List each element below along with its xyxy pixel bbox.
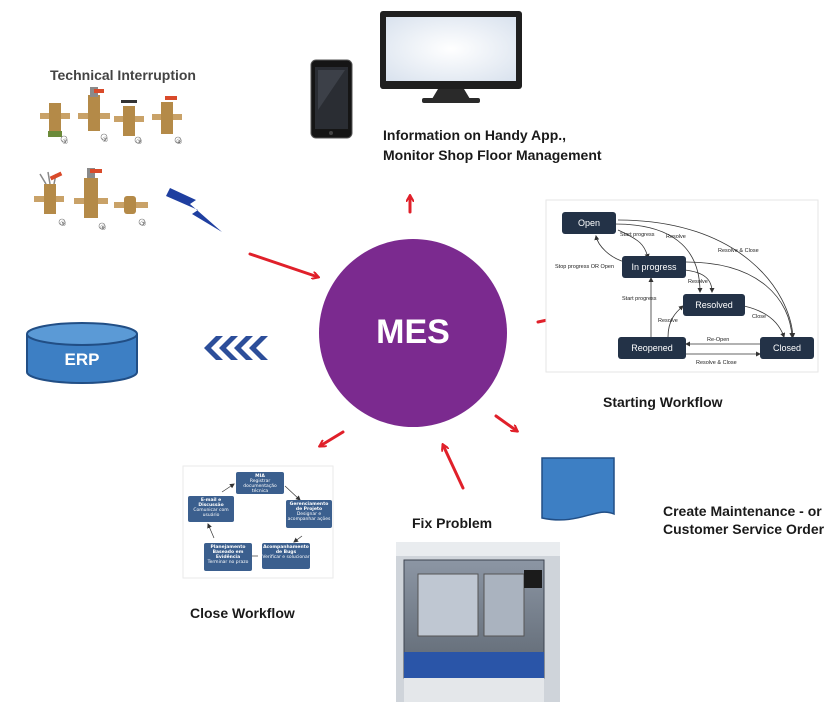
tap-6 xyxy=(74,168,108,230)
wf-node-closed xyxy=(760,337,814,359)
marker-1: ① xyxy=(62,138,69,146)
starting-workflow-title: Starting Workflow xyxy=(603,394,723,410)
create-order-line-2: Customer Service Order xyxy=(663,521,825,537)
smartphone-icon xyxy=(310,59,353,139)
tap-7 xyxy=(114,196,148,226)
wf-node-in-progress-label: In progress xyxy=(631,262,677,272)
tap-2 xyxy=(78,87,110,141)
wf-node-in-progress xyxy=(622,256,686,278)
close-wf-box xyxy=(188,496,234,522)
tap-1 xyxy=(40,103,70,143)
chevron-arrows-icon xyxy=(204,336,268,360)
wf-edge-label: Resolve xyxy=(666,234,686,240)
create-order-line-1: Create Maintenance - or xyxy=(663,503,822,519)
tap-3 xyxy=(114,100,144,144)
technical-interruption-title: Technical Interruption xyxy=(50,67,196,83)
document-icon xyxy=(541,457,615,521)
wf-edge-label: Re-Open xyxy=(707,337,729,343)
arrow-to-close-workflow xyxy=(320,430,345,446)
close-wf-box xyxy=(204,543,252,571)
marker-2: ② xyxy=(102,136,109,144)
fix-problem-title: Fix Problem xyxy=(412,515,493,531)
arrow-from-fix-problem xyxy=(443,445,465,490)
wf-node-resolved xyxy=(683,294,745,316)
marker-6: ⑥ xyxy=(100,224,107,232)
erp-label: ERP xyxy=(64,350,100,369)
wf-node-resolved-label: Resolved xyxy=(695,300,733,310)
wf-edge-label: Resolve xyxy=(688,279,708,285)
starting-workflow-diagram: Open In progress Resolved Reopened Close… xyxy=(545,199,819,373)
marker-7: ⑦ xyxy=(140,220,147,228)
lightning-bolt-icon xyxy=(166,188,222,232)
information-line-2: Monitor Shop Floor Management xyxy=(383,147,602,163)
marker-5: ⑤ xyxy=(60,220,67,228)
tap-4 xyxy=(152,96,182,144)
cnc-machine-image xyxy=(396,542,560,702)
tap-illustrations xyxy=(34,87,182,230)
arrow-from-interruption xyxy=(248,252,318,277)
wf-node-reopened xyxy=(618,337,686,359)
wf-edge-label: Resolve xyxy=(658,318,678,324)
wf-edge-label: Start progress xyxy=(622,296,657,302)
close-wf-box xyxy=(262,543,310,569)
wf-node-reopened-label: Reopened xyxy=(631,343,673,353)
mes-label: MES xyxy=(376,313,450,351)
close-wf-box xyxy=(236,472,284,494)
close-wf-box xyxy=(286,500,332,528)
wf-edge-label: Stop progress OR Open xyxy=(555,264,614,270)
wf-edge-label: Resolve & Close xyxy=(718,248,759,254)
close-workflow-diagram xyxy=(182,465,334,579)
wf-node-open-label: Open xyxy=(578,218,600,228)
wf-edge-label: Resolve & Close xyxy=(696,360,737,366)
wf-node-open xyxy=(562,212,616,234)
tap-5 xyxy=(34,171,66,226)
monitor-icon xyxy=(380,11,522,103)
mes-circle xyxy=(319,239,507,427)
marker-4: ④ xyxy=(176,138,183,146)
wf-edge-label: Start progress xyxy=(620,232,655,238)
arrow-to-create-order xyxy=(494,414,517,431)
wf-node-closed-label: Closed xyxy=(773,343,801,353)
close-workflow-title: Close Workflow xyxy=(190,605,295,621)
erp-database-icon xyxy=(26,322,138,384)
information-line-1: Information on Handy App., xyxy=(383,127,567,143)
wf-edge-label: Close xyxy=(752,314,766,320)
marker-3: ③ xyxy=(136,138,143,146)
